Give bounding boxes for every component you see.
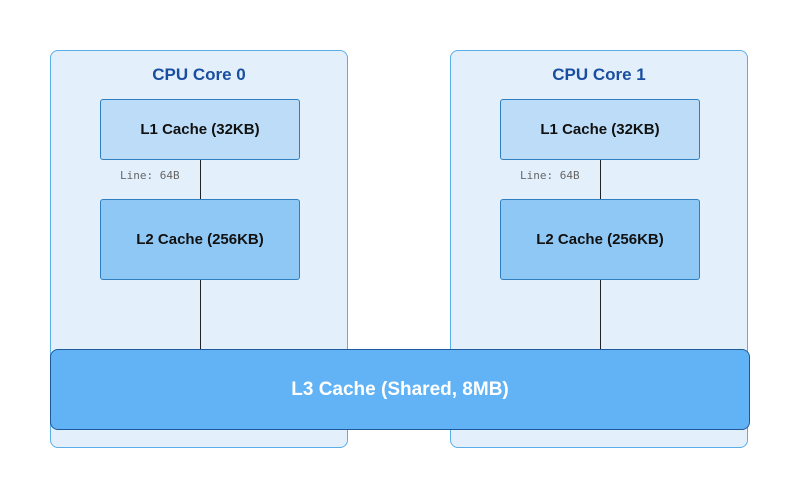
core-0-l1-cache: L1 Cache (32KB) — [100, 99, 300, 160]
core-0-l2-cache-label: L2 Cache (256KB) — [136, 231, 264, 248]
core-0-l2-cache: L2 Cache (256KB) — [100, 199, 300, 280]
shared-l3-cache-label: L3 Cache (Shared, 8MB) — [291, 378, 509, 400]
core-1-line-size-label: Line: 64B — [520, 169, 580, 182]
cpu-core-1-title: CPU Core 1 — [552, 65, 646, 84]
cpu-core-0-title: CPU Core 0 — [152, 65, 246, 84]
core-1-l1-cache-label: L1 Cache (32KB) — [540, 121, 660, 138]
core-1-l2-l3-connector — [599, 280, 601, 349]
core-0-l1-l2-connector — [199, 160, 201, 199]
shared-l3-cache: L3 Cache (Shared, 8MB) — [50, 349, 750, 430]
core-0-l2-l3-connector — [199, 280, 201, 349]
core-0-l1-cache-label: L1 Cache (32KB) — [140, 121, 260, 138]
core-1-l1-cache: L1 Cache (32KB) — [500, 99, 700, 160]
core-1-l1-l2-connector — [599, 160, 601, 199]
core-1-l2-cache-label: L2 Cache (256KB) — [536, 231, 664, 248]
core-1-l2-cache: L2 Cache (256KB) — [500, 199, 700, 280]
core-0-line-size-label: Line: 64B — [120, 169, 180, 182]
